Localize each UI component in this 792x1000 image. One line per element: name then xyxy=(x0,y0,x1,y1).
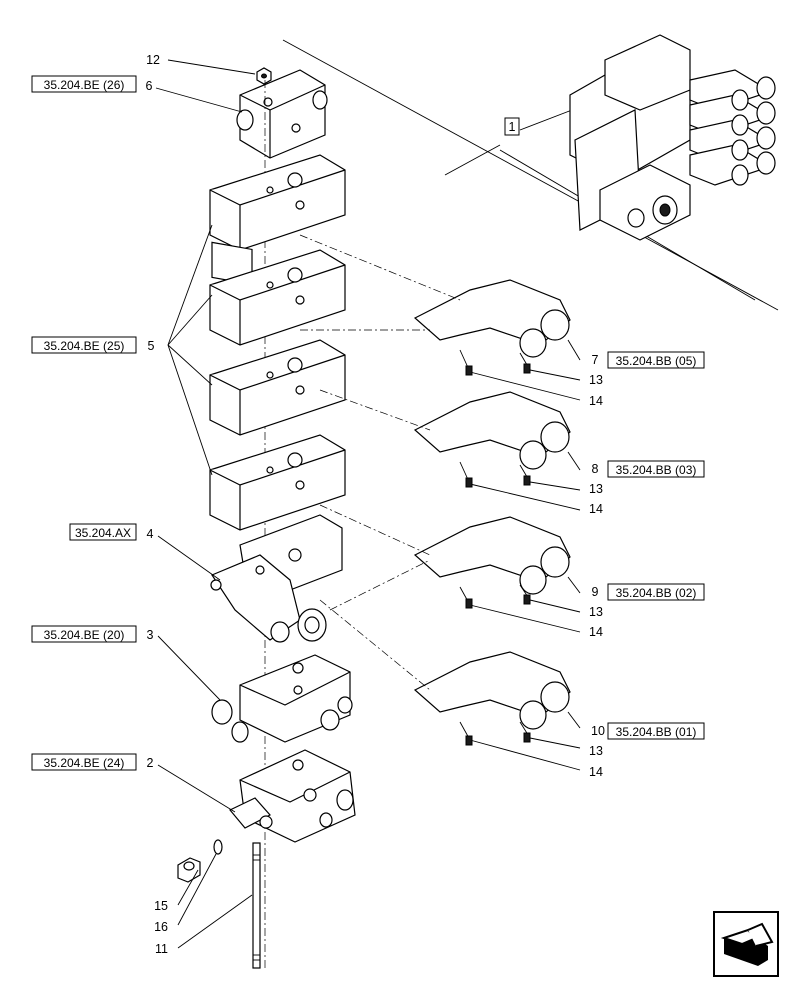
part-12-nut: 12 xyxy=(146,53,272,85)
callout-4: 4 xyxy=(147,527,154,541)
callout-15: 15 xyxy=(154,899,168,913)
callout-3: 3 xyxy=(147,628,154,642)
callout-1: 1 xyxy=(509,120,516,134)
callout-6: 6 xyxy=(146,79,153,93)
callout-9: 9 xyxy=(592,585,599,599)
callout-14a: 14 xyxy=(589,394,603,408)
ref-4: 35.204.AX xyxy=(75,526,131,540)
valve-assembly-illustration xyxy=(569,34,776,241)
part-15-plug: 15 xyxy=(154,857,201,913)
ref-3: 35.204.BE (20) xyxy=(44,628,125,642)
part-6-end-cover: 35.204.BE (26) 6 xyxy=(31,69,328,159)
callout-7: 7 xyxy=(592,353,599,367)
ref-6: 35.204.BE (26) xyxy=(44,78,125,92)
part-5-section-valves: 35.204.BE (25) 5 xyxy=(31,154,346,531)
ref-7: 35.204.BB (05) xyxy=(616,354,697,368)
ref-box-2 xyxy=(31,753,137,771)
ref-box-6 xyxy=(31,75,137,93)
assembly-inset: 1 xyxy=(282,34,779,311)
ref-box-4 xyxy=(69,523,137,541)
part-2-end-module: 35.204.BE (24) 2 xyxy=(31,749,356,843)
section-valve-d xyxy=(209,434,346,531)
callout-12: 12 xyxy=(146,53,160,67)
section-valve-a xyxy=(209,154,346,286)
callout-5: 5 xyxy=(148,339,155,353)
next-page-arrow-icon[interactable] xyxy=(713,911,779,977)
section-valve-b xyxy=(209,249,346,346)
callout-13c: 13 xyxy=(589,605,603,619)
coupler-9-group: 9 35.204.BB (02) 13 14 xyxy=(319,504,705,639)
ref-box-5 xyxy=(31,336,137,354)
callout-13d: 13 xyxy=(589,744,603,758)
part-3-module: 35.204.BE (20) 3 xyxy=(31,625,353,743)
ref-box-7 xyxy=(607,351,705,369)
ref-box-3 xyxy=(31,625,137,643)
callout-8: 8 xyxy=(592,462,599,476)
ref-8: 35.204.BB (03) xyxy=(616,463,697,477)
part-4-inlet-module: 35.204.AX 4 xyxy=(69,514,343,643)
ref-9: 35.204.BB (02) xyxy=(616,586,697,600)
ref-box-9 xyxy=(607,583,705,601)
callout-box-1 xyxy=(504,117,520,136)
ref-5: 35.204.BE (25) xyxy=(44,339,125,353)
ref-box-10 xyxy=(607,722,705,740)
ref-box-8 xyxy=(607,460,705,478)
callout-14b: 14 xyxy=(589,502,603,516)
callout-14c: 14 xyxy=(589,625,603,639)
callout-10: 10 xyxy=(591,724,605,738)
callout-13b: 13 xyxy=(589,482,603,496)
section-valve-c xyxy=(209,339,346,436)
callout-2: 2 xyxy=(147,756,154,770)
part-11-tie-rod: 11 xyxy=(155,842,261,969)
ref-2: 35.204.BE (24) xyxy=(44,756,125,770)
coupler-8-group: 8 35.204.BB (03) 13 14 xyxy=(319,389,705,516)
callout-14d: 14 xyxy=(589,765,603,779)
callout-16: 16 xyxy=(154,920,168,934)
callout-13a: 13 xyxy=(589,373,603,387)
part-16-seal-ring: 16 xyxy=(154,839,223,934)
ref-10: 35.204.BB (01) xyxy=(616,725,697,739)
callout-11: 11 xyxy=(155,942,168,956)
coupler-10-group: 10 35.204.BB (01) 13 14 xyxy=(319,599,705,779)
coupler-7-group: 7 35.204.BB (05) 13 14 xyxy=(299,234,705,408)
